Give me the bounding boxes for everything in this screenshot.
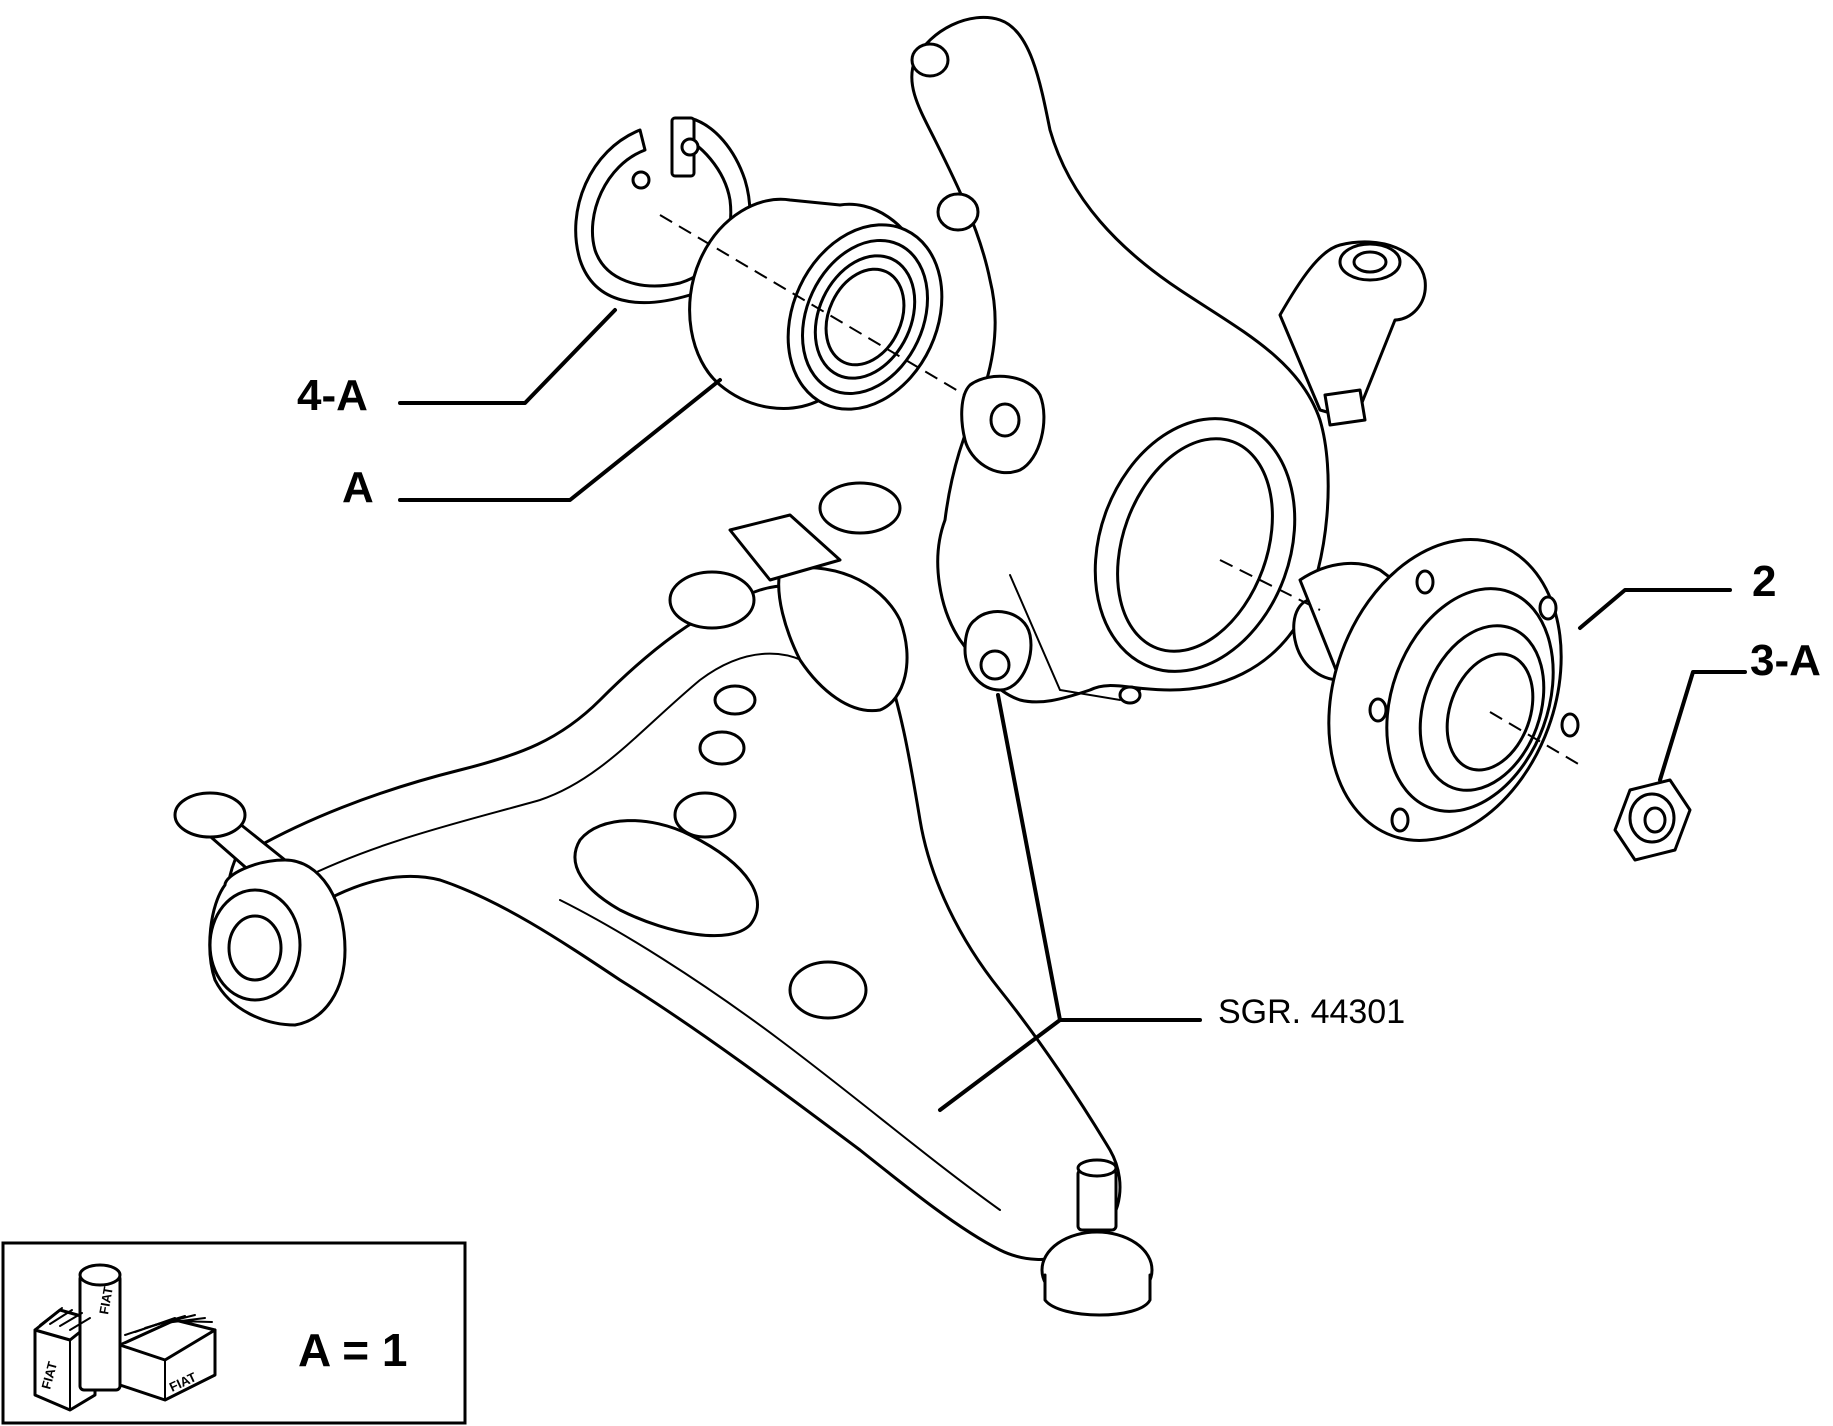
callout-nut: 3-A xyxy=(1750,636,1821,685)
steering-knuckle xyxy=(910,15,1427,705)
spare-parts-kit-icon: FIAT FIAT FIAT xyxy=(33,1263,217,1412)
logo-text-box-left: FIAT xyxy=(38,1360,60,1391)
legend-equation: A = 1 xyxy=(298,1324,408,1376)
circlip xyxy=(574,116,752,305)
leader-lines xyxy=(398,308,1747,1112)
lower-control-arm xyxy=(173,481,1154,1317)
callout-labels: 4-A A 2 3-A SGR. 44301 xyxy=(297,371,1821,1031)
reference-label: SGR. 44301 xyxy=(1218,993,1405,1031)
callout-bearing: A xyxy=(342,463,374,512)
callout-hub: 2 xyxy=(1752,557,1776,606)
wheel-hub xyxy=(1292,538,1580,842)
legend-box: FIAT FIAT FIAT A = 1 xyxy=(1,1241,467,1425)
callout-circlip: 4-A xyxy=(297,371,368,420)
wheel-bearing xyxy=(688,197,944,411)
assembly-axes xyxy=(659,214,1581,766)
hub-nut xyxy=(1613,778,1692,862)
logo-text-tube: FIAT xyxy=(96,1285,116,1315)
